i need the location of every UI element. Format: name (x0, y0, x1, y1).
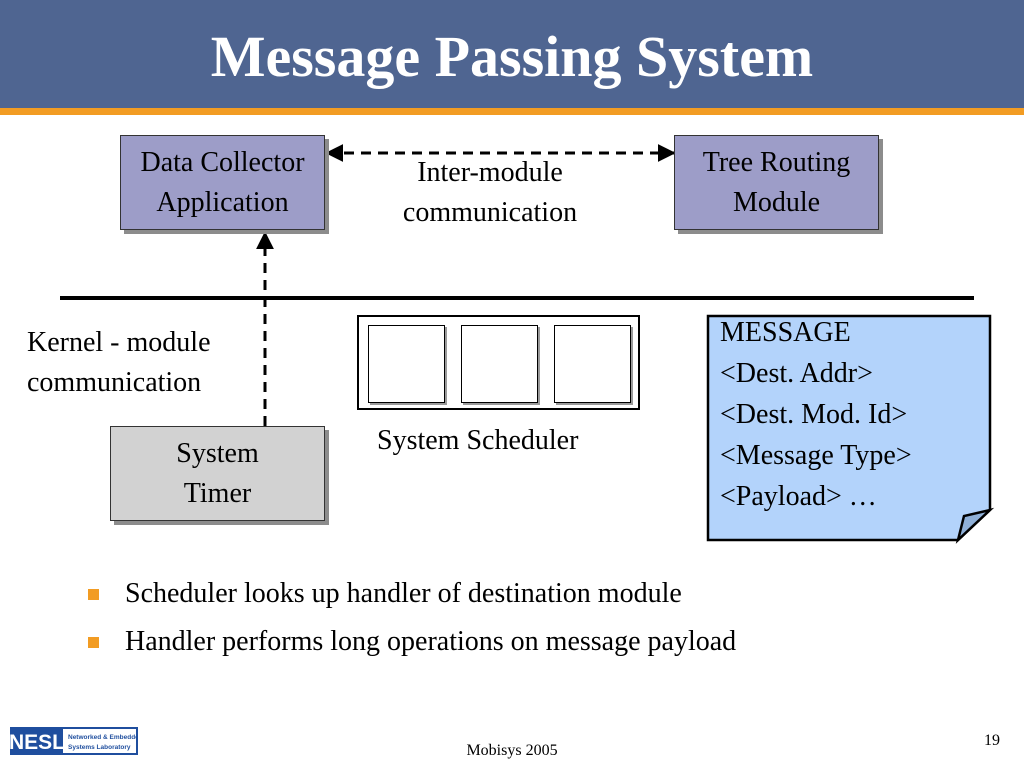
system-timer-box: System Timer (110, 426, 325, 521)
message-field: <Dest. Mod. Id> (720, 399, 908, 430)
tree-routing-label: Tree Routing Module (702, 146, 851, 218)
title-underline (0, 108, 1024, 115)
message-note-fold (955, 507, 995, 544)
nesl-logo: NESL Networked & Embedded Systems Labora… (10, 727, 138, 755)
slide-title: Message Passing System (210, 24, 814, 89)
scheduler-label: System Scheduler (377, 425, 579, 456)
queue-slot (368, 325, 445, 403)
bullet-square-icon (88, 588, 99, 600)
bullet-text: Handler performs long operations on mess… (125, 626, 737, 657)
bullet-item: Handler performs long operations on mess… (88, 618, 736, 666)
message-field: <Message Type> (720, 440, 912, 471)
message-note (706, 314, 995, 544)
queue-slot (461, 325, 538, 403)
footer-text: Mobisys 2005 (466, 742, 558, 759)
svg-text:NESL: NESL (10, 731, 65, 754)
message-field: <Dest. Addr> (720, 358, 873, 389)
bullet-item: Scheduler looks up handler of destinatio… (88, 570, 736, 618)
system-timer-label: System Timer (176, 437, 259, 509)
message-field: <Payload> … (720, 481, 877, 512)
bullet-text: Scheduler looks up handler of destinatio… (125, 578, 682, 609)
title-bar (0, 0, 1024, 108)
svg-text:Systems Laboratory: Systems Laboratory (68, 744, 131, 751)
svg-text:Networked & Embedded: Networked & Embedded (68, 734, 138, 741)
inter-module-label: Inter-module communication (402, 157, 578, 228)
kernel-divider-line (60, 296, 974, 300)
bullet-square-icon (88, 636, 99, 648)
queue-slot (554, 325, 631, 403)
tree-routing-box: Tree Routing Module (674, 135, 879, 230)
kernel-module-label: Kernel - module communication (27, 327, 211, 398)
message-field: MESSAGE (720, 317, 851, 348)
message-fields: MESSAGE <Dest. Addr> <Dest. Mod. Id> <Me… (720, 312, 912, 517)
page-number: 19 (984, 732, 1000, 749)
data-collector-label: Data Collector Application (140, 146, 305, 218)
data-collector-box: Data Collector Application (120, 135, 325, 230)
scheduler-queue (357, 315, 640, 410)
bullet-list: Scheduler looks up handler of destinatio… (88, 570, 736, 666)
